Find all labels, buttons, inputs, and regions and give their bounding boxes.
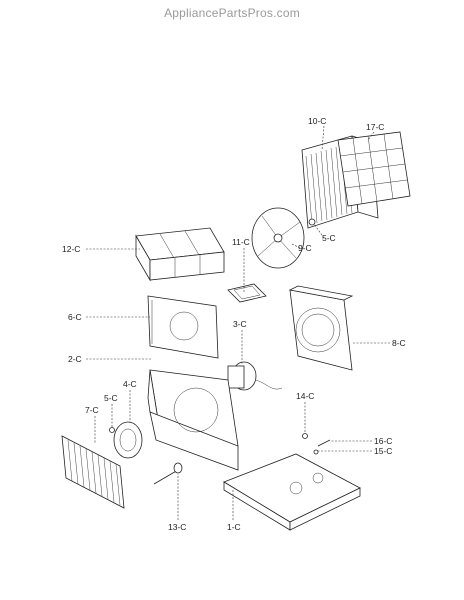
part-fan-blade[interactable] (251, 207, 305, 269)
label-15c[interactable]: 15-C (374, 446, 392, 456)
label-3c[interactable]: 3-C (233, 319, 247, 329)
part-fan-shroud[interactable] (288, 285, 354, 371)
part-drain-tube[interactable] (153, 462, 183, 485)
label-17c[interactable]: 17-C (366, 122, 384, 132)
part-screw-16c[interactable] (317, 439, 331, 447)
part-base-chassis[interactable] (223, 453, 361, 531)
label-16c[interactable]: 16-C (374, 436, 392, 446)
leader-lines (86, 125, 390, 520)
label-8c[interactable]: 8-C (392, 338, 406, 348)
part-fan-motor[interactable] (227, 361, 283, 391)
label-14c[interactable]: 14-C (296, 391, 314, 401)
label-11c[interactable]: 11-C (232, 237, 250, 247)
part-base-housing[interactable] (147, 369, 239, 471)
label-10c[interactable]: 10-C (308, 116, 326, 126)
label-1c[interactable]: 1-C (227, 522, 241, 532)
part-evaporator-coil-front[interactable] (61, 435, 125, 509)
label-5c-left[interactable]: 5-C (104, 393, 118, 403)
label-9c[interactable]: 9-C (298, 243, 312, 253)
part-air-guide[interactable] (147, 295, 219, 359)
label-6c[interactable]: 6-C (68, 312, 82, 322)
watermark: AppliancePartsPros.com (164, 6, 300, 20)
label-4c[interactable]: 4-C (123, 379, 137, 389)
part-motor-bracket[interactable] (227, 283, 267, 303)
part-control-box[interactable] (135, 227, 225, 282)
part-fan-clip-top[interactable] (308, 218, 316, 226)
part-blower-wheel[interactable] (113, 421, 143, 459)
label-2c[interactable]: 2-C (68, 354, 82, 364)
part-washer-15c[interactable] (313, 449, 319, 455)
label-12c[interactable]: 12-C (62, 244, 80, 254)
part-blower-clip-left[interactable] (109, 427, 115, 433)
label-13c[interactable]: 13-C (168, 522, 186, 532)
label-5c-top[interactable]: 5-C (322, 233, 336, 243)
part-rear-grille[interactable] (337, 131, 411, 207)
part-screw-14c[interactable] (302, 433, 308, 439)
label-7c[interactable]: 7-C (85, 405, 99, 415)
